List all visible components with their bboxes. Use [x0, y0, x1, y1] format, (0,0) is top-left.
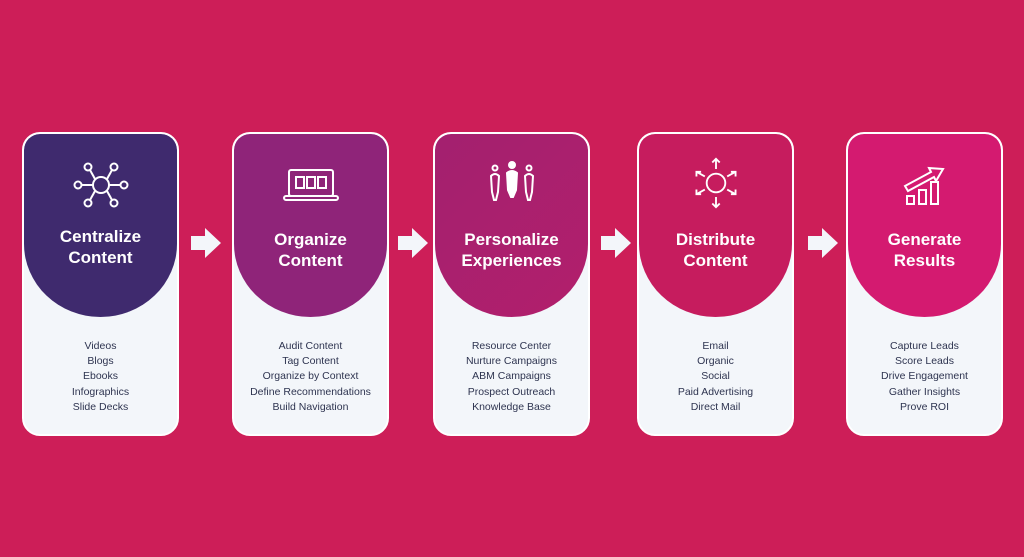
- arrow-right-icon: [191, 228, 221, 258]
- list-item: ABM Campaigns: [472, 370, 551, 383]
- title-line: Organize: [274, 230, 347, 249]
- arrow-right-icon: [398, 228, 428, 258]
- title-line: Distribute: [675, 230, 756, 249]
- list-item: Paid Advertising: [677, 385, 754, 398]
- list-item: Knowledge Base: [472, 400, 551, 413]
- title-line: Content: [278, 251, 343, 270]
- list-item: Email: [702, 340, 729, 352]
- list-item: Videos: [84, 340, 117, 352]
- arrow-right-icon: [601, 228, 631, 258]
- list-item: Gather Insights: [888, 385, 961, 398]
- title-line: Centralize: [59, 227, 142, 246]
- title-line: Content: [68, 248, 133, 267]
- title-line: Generate: [887, 230, 962, 249]
- list-item: Build Navigation: [272, 400, 349, 413]
- list-item: Social: [701, 370, 730, 383]
- title-line: Personalize: [464, 230, 559, 249]
- list-item: Prospect Outreach: [467, 385, 556, 398]
- list-item: Slide Decks: [72, 400, 129, 413]
- list-item: Drive Engagement: [881, 370, 968, 383]
- list-item: Nurture Campaigns: [465, 355, 558, 368]
- item-list: Capture Leads Score Leads Drive Engageme…: [848, 339, 1001, 415]
- item-list: Audit Content Tag Content Organize by Co…: [234, 339, 387, 415]
- list-item: Organic: [697, 355, 734, 368]
- list-item: Direct Mail: [690, 400, 741, 413]
- network-hub-icon: [73, 162, 128, 208]
- item-list: Resource Center Nurture Campaigns ABM Ca…: [435, 339, 588, 415]
- list-item: Tag Content: [282, 355, 339, 368]
- list-item: Define Recommendations: [250, 385, 371, 398]
- list-item: Ebooks: [82, 370, 119, 383]
- item-list: Email Organic Social Paid Advertising Di…: [639, 339, 792, 415]
- arrow-right-icon: [808, 228, 838, 258]
- list-item: Resource Center: [471, 340, 552, 352]
- laptop-icon: [282, 169, 339, 201]
- list-item: Capture Leads: [890, 340, 959, 352]
- list-item: Organize by Context: [262, 370, 359, 383]
- list-item: Audit Content: [278, 340, 343, 352]
- list-item: Infographics: [71, 385, 130, 398]
- item-list: Videos Blogs Ebooks Infographics Slide D…: [24, 339, 177, 415]
- list-item: Prove ROI: [899, 400, 949, 413]
- title-line: Content: [683, 251, 748, 270]
- growth-chart-icon: [903, 166, 945, 205]
- list-item: Blogs: [87, 355, 114, 368]
- list-item: Score Leads: [895, 355, 954, 368]
- distribute-arrows-icon: [695, 157, 736, 209]
- title-line: Results: [893, 251, 956, 270]
- title-line: Experiences: [461, 251, 562, 270]
- people-icon: [489, 161, 534, 201]
